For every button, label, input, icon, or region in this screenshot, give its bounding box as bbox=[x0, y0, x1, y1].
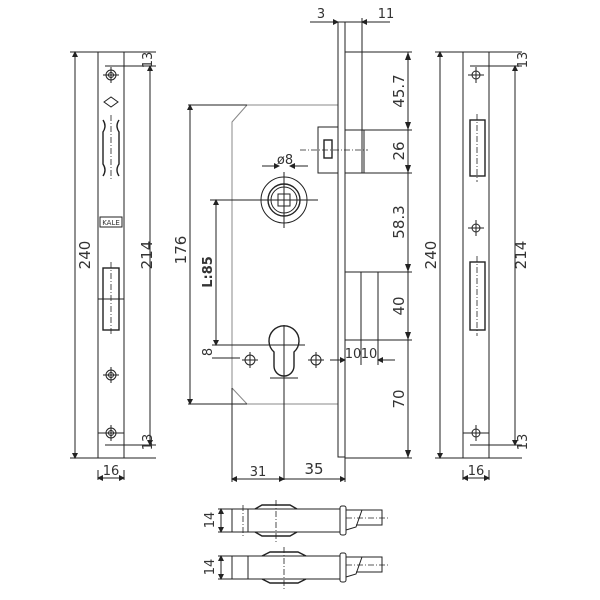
dim-13-top-right: 13 bbox=[516, 52, 531, 69]
dim-13-bottom: 13 bbox=[141, 434, 156, 451]
dim-70: 70 bbox=[390, 389, 408, 408]
logo-icon bbox=[103, 96, 119, 108]
dim-16-right: 16 bbox=[468, 464, 485, 479]
spindle-hub bbox=[254, 172, 318, 228]
front-plate bbox=[337, 21, 346, 458]
screw-hole-icon bbox=[308, 352, 324, 368]
dim-10b: 10 bbox=[361, 347, 378, 362]
dim-3: 3 bbox=[317, 7, 325, 22]
lock-body: 176 3 11 ø8 L:85 8 10 bbox=[172, 7, 412, 482]
screw-hole-icon bbox=[242, 352, 258, 368]
dim-214: 214 bbox=[138, 241, 156, 270]
dim-l85: L:85 bbox=[201, 256, 216, 288]
dim-13-top: 13 bbox=[141, 52, 156, 69]
screw-hole-icon bbox=[98, 425, 124, 441]
dim-14-b: 14 bbox=[203, 559, 218, 576]
latch-slot bbox=[102, 119, 120, 177]
dim-26: 26 bbox=[390, 141, 408, 160]
screw-hole-icon bbox=[103, 367, 119, 383]
dim-214-right: 214 bbox=[512, 241, 530, 270]
latch-bolt bbox=[344, 129, 365, 174]
dim-176: 176 bbox=[172, 236, 190, 265]
dim-45-7: 45.7 bbox=[390, 74, 408, 107]
dim-16: 16 bbox=[103, 464, 120, 479]
screw-hole-icon bbox=[468, 220, 484, 236]
brand-plate bbox=[99, 216, 123, 228]
left-faceplate: 240 214 13 13 KALE 16 bbox=[70, 51, 156, 481]
dim-11: 11 bbox=[378, 7, 395, 22]
screw-hole-icon bbox=[468, 67, 484, 83]
dim-13-bottom-right: 13 bbox=[516, 434, 531, 451]
dim-14-a: 14 bbox=[203, 512, 218, 529]
right-faceplate: 240 214 13 13 16 bbox=[422, 51, 531, 481]
dim-40: 40 bbox=[390, 296, 408, 315]
screw-hole-icon bbox=[463, 425, 489, 441]
dim-240-right: 240 bbox=[422, 241, 440, 270]
deadbolt-strike-slot bbox=[469, 261, 486, 331]
latch-strike-slot bbox=[469, 119, 486, 177]
brand-label: KALE bbox=[102, 219, 120, 227]
dim-58-3: 58.3 bbox=[390, 205, 408, 238]
dim-31: 31 bbox=[250, 465, 267, 480]
dim-8: 8 bbox=[201, 348, 216, 356]
bottom-view-a: 14 bbox=[203, 500, 390, 542]
dim-10a: 10 bbox=[345, 347, 362, 362]
screw-hole-icon bbox=[103, 67, 119, 83]
bottom-view-b: 14 bbox=[203, 547, 390, 590]
dim-spindle-8: ø8 bbox=[277, 153, 293, 168]
dim-35: 35 bbox=[304, 460, 323, 478]
dim-240: 240 bbox=[76, 241, 94, 270]
